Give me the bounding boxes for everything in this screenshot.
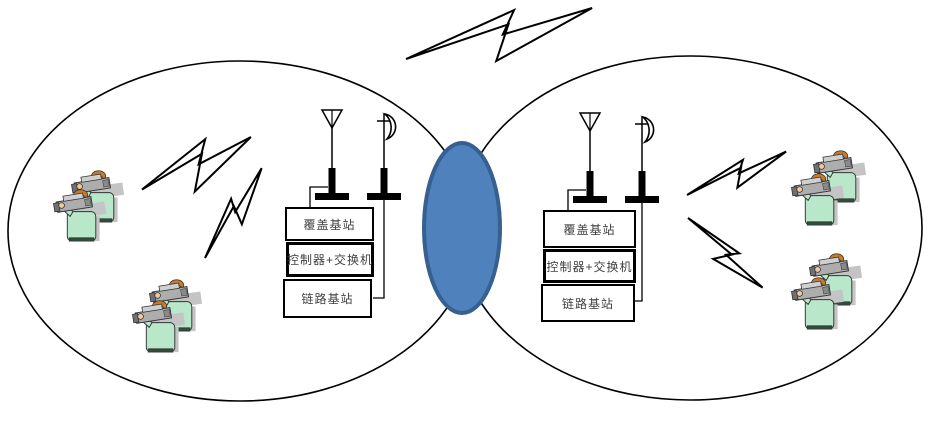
lightning-bolt-icon-top	[404, 6, 594, 63]
coverage-base-station-box: 覆盖基站	[285, 207, 374, 241]
overlap-link-ellipse	[422, 141, 502, 315]
lightning-bolt-icon-right-lower	[686, 203, 764, 303]
right-cell-ellipse	[457, 55, 923, 401]
controller-switch-box: 控制器+交换机	[286, 242, 374, 277]
user-group-left-lower	[131, 279, 203, 353]
whip-antenna-icon	[567, 112, 608, 213]
controller-switch-box: 控制器+交换机	[543, 249, 636, 283]
whip-antenna-icon	[309, 109, 350, 210]
user-group-right-upper	[790, 150, 867, 226]
lightning-bolt-icon-right-upper	[682, 151, 792, 197]
lightning-bolt-icon-left-upper	[140, 135, 252, 193]
link-base-station-box: 链路基站	[283, 279, 372, 318]
user-group-left-upper	[52, 170, 125, 242]
link-base-station-box: 链路基站	[541, 284, 635, 322]
user-group-right-lower	[790, 253, 863, 330]
coverage-base-station-box: 覆盖基站	[543, 210, 636, 248]
